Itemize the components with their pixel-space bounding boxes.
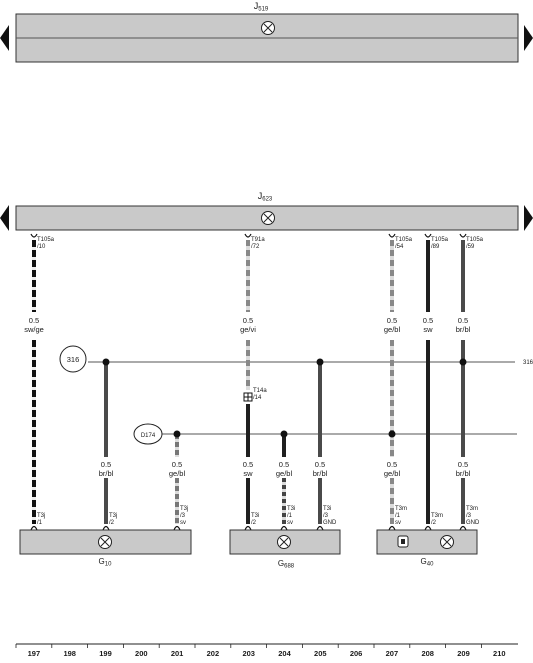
column-number-200: 200 bbox=[135, 649, 148, 658]
arrow-right-icon[interactable] bbox=[524, 25, 533, 51]
column-number-208: 208 bbox=[421, 649, 434, 658]
ground-symbol-icon bbox=[261, 211, 275, 225]
junction-dot bbox=[173, 430, 181, 438]
column-number-205: 205 bbox=[314, 649, 327, 658]
ground-symbol-icon bbox=[277, 535, 291, 549]
column-number-207: 207 bbox=[386, 649, 399, 658]
column-number-198: 198 bbox=[63, 649, 76, 658]
ground-point-316[interactable]: 316 bbox=[59, 345, 87, 373]
column-number-203: 203 bbox=[242, 649, 255, 658]
junction-dot bbox=[388, 430, 396, 438]
connector-209-top: T105a/59 bbox=[466, 237, 484, 250]
junction-dot bbox=[280, 430, 288, 438]
ground-point-316-ref: 316 bbox=[523, 360, 533, 366]
controller-j519-label: J519 bbox=[254, 1, 269, 13]
hall-sensor-icon bbox=[397, 535, 409, 548]
connector-197-top: T105a/10 bbox=[37, 237, 55, 250]
junction-dot bbox=[102, 358, 110, 366]
connector-plug-icon bbox=[30, 233, 467, 238]
column-number-210: 210 bbox=[493, 649, 506, 658]
column-number-206: 206 bbox=[350, 649, 363, 658]
connector-203-top: T91a/72 bbox=[251, 237, 265, 250]
svg-text:D174: D174 bbox=[141, 433, 156, 439]
connector-plug-icon bbox=[243, 392, 253, 402]
component-g688-label: G688 bbox=[278, 559, 295, 570]
ground-symbol-icon bbox=[98, 535, 112, 549]
ground-symbol-icon bbox=[440, 535, 454, 549]
component-g40-label: G40 bbox=[421, 557, 435, 568]
connector-plug-icon bbox=[30, 525, 467, 531]
component-g40[interactable] bbox=[376, 529, 478, 555]
connector-203-mid: T14a/14 bbox=[253, 388, 267, 401]
arrow-left-icon[interactable] bbox=[0, 205, 9, 231]
column-number-209: 209 bbox=[457, 649, 470, 658]
column-number-201: 201 bbox=[171, 649, 184, 658]
column-number-197: 197 bbox=[28, 649, 41, 658]
connector-199-bot: T3j/2 bbox=[109, 513, 117, 526]
connector-208-bot: T3m/2 bbox=[431, 513, 443, 526]
component-g10-label: G10 bbox=[99, 557, 113, 568]
column-number-204: 204 bbox=[278, 649, 291, 658]
connector-207-top: T105a/54 bbox=[395, 237, 413, 250]
column-number-199: 199 bbox=[99, 649, 112, 658]
column-number-202: 202 bbox=[207, 649, 220, 658]
junction-dot bbox=[459, 358, 467, 366]
ground-point-d174[interactable]: D174 bbox=[133, 423, 163, 445]
column-ruler-labels: 197 198 199 200 201 202 203 204 205 206 207 208 209 2… bbox=[28, 649, 506, 658]
connector-197-bot: T3j/1 bbox=[37, 513, 45, 526]
connector-203-bot: T3i/2 bbox=[251, 513, 259, 526]
svg-text:316: 316 bbox=[67, 355, 80, 364]
arrow-right-icon[interactable] bbox=[524, 205, 533, 231]
ground-symbol-icon bbox=[261, 21, 275, 35]
junction-dot bbox=[316, 358, 324, 366]
column-ruler-ticks bbox=[15, 644, 482, 648]
connector-208-top: T105a/89 bbox=[431, 237, 449, 250]
arrow-left-icon[interactable] bbox=[0, 25, 9, 51]
controller-j623-label: J623 bbox=[258, 191, 273, 203]
